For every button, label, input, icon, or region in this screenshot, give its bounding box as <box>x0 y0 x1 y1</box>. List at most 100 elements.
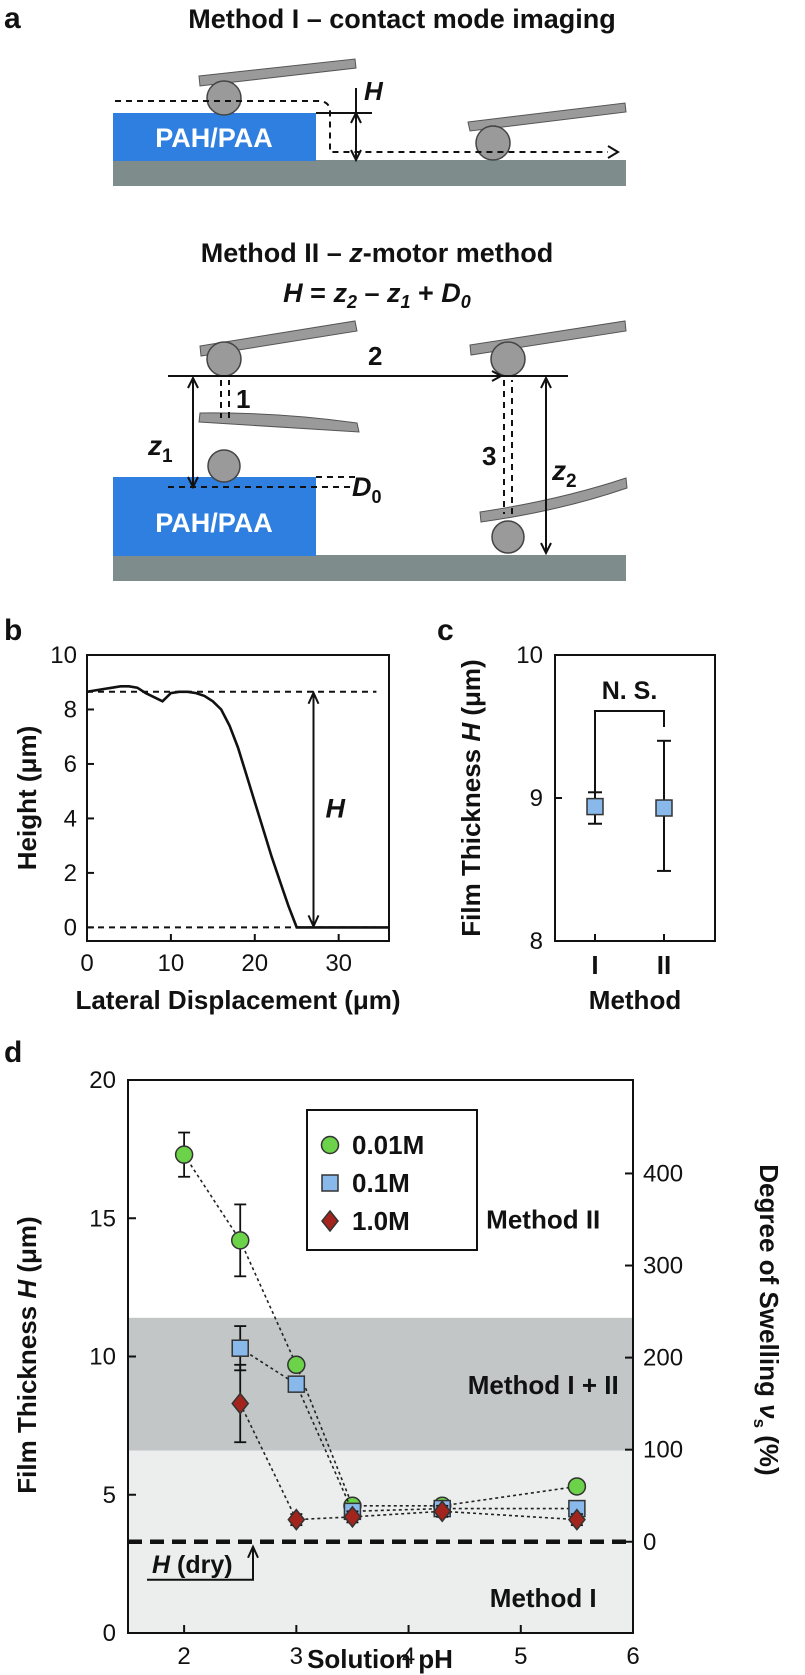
chart-c-category-label: I <box>591 950 598 980</box>
chart-b-plot-frame <box>86 654 390 942</box>
chart-d-xtick-label: 4 <box>402 1643 415 1670</box>
chart-d-dry-label-rest: (dry) <box>170 1551 233 1579</box>
cantilever-2 <box>467 102 627 132</box>
step-3-label: 3 <box>482 441 496 471</box>
chart-d-y2label: Degree of Swelling νs (%) <box>750 1164 784 1475</box>
chart-b-ytick-label: 8 <box>64 696 77 723</box>
panel-b-letter: b <box>4 614 22 647</box>
chart-c-category-label: II <box>657 950 671 980</box>
panel-a-letter: a <box>4 2 21 35</box>
tip-3 <box>206 341 242 377</box>
substrate-top <box>113 160 626 186</box>
chart-d-point <box>343 1505 362 1529</box>
chart-d-point <box>320 1135 340 1155</box>
step2-arrowhead <box>491 370 504 382</box>
d0-label: D0 <box>352 472 382 507</box>
chart-b-h-annotation: H <box>326 794 346 824</box>
chart-d-legend-label: 0.01M <box>352 1130 424 1160</box>
method2-title: Method II – z-motor method <box>201 238 553 268</box>
chart-d-xtick-label: 2 <box>177 1643 190 1670</box>
film-bottom <box>113 477 316 556</box>
chart-d-point <box>321 1209 339 1233</box>
tip-4 <box>207 449 241 483</box>
z1-label: z1 <box>147 430 173 467</box>
chart-d-y2tick-label: 200 <box>643 1345 683 1372</box>
method1-title: Method I – contact mode imaging <box>188 4 616 34</box>
chart-d-band-label: Method II <box>486 1204 600 1234</box>
chart-b-xtick-label: 30 <box>325 950 352 977</box>
chart-d-legend-label: 1.0M <box>352 1206 410 1236</box>
cantilever-4 <box>198 412 360 433</box>
chart-d-point <box>231 1339 249 1357</box>
scan-path <box>115 100 608 153</box>
chart-c-annotation: N. S. <box>602 677 658 705</box>
scan-arrowhead <box>607 145 620 159</box>
chart-d-xtick-label: 3 <box>290 1643 303 1670</box>
chart-c-ytick-label: 10 <box>516 642 543 669</box>
cantilever-1 <box>198 58 357 87</box>
chart-c-point <box>586 797 604 816</box>
chart-b-xtick-label: 0 <box>80 950 93 977</box>
h-arrowheads <box>350 110 362 163</box>
chart-b-ytick-label: 2 <box>64 860 77 887</box>
chart-d-xlabel: Solution pH <box>307 1644 453 1674</box>
chart-c-ytick-label: 8 <box>530 928 543 955</box>
tip-1 <box>206 80 242 116</box>
chart-d-point <box>287 1375 306 1393</box>
chart-c-ylabel: Film Thickness H (μm) <box>456 659 486 936</box>
chart-b-xtick-label: 10 <box>158 950 185 977</box>
chart-d-series-1.0M <box>231 1363 586 1531</box>
z2-label: z2 <box>551 455 577 492</box>
chart-d-point <box>174 1145 194 1164</box>
chart-d-point <box>321 1174 339 1192</box>
chart-d-ytick-label: 5 <box>103 1482 116 1509</box>
film-label-top: PAH/PAA <box>155 123 273 153</box>
chart-c-point <box>655 799 673 817</box>
cantilever-3 <box>199 320 358 357</box>
step-1-label: 1 <box>236 384 250 414</box>
chart-d-point <box>287 1508 306 1531</box>
chart-d-ytick-label: 20 <box>89 1067 116 1094</box>
cantilever-6 <box>479 477 628 523</box>
chart-d-y2tick-label: 0 <box>643 1529 656 1556</box>
chart-d-point <box>231 1392 250 1415</box>
panel-d-letter: d <box>4 1036 22 1069</box>
panel-a-schematic: a Method I – contact mode imaging PAH/PA… <box>4 2 628 581</box>
chart-b-ytick-label: 6 <box>64 751 77 778</box>
chart-d-point <box>433 1500 452 1523</box>
chart-c-ytick-label: 9 <box>530 785 543 812</box>
chart-d-plot-frame <box>127 1079 634 1634</box>
chart-b-ytick-label: 10 <box>50 642 77 669</box>
chart-d-dry-arrowhead <box>247 1544 259 1559</box>
substrate-bottom <box>113 555 626 581</box>
h-label-top: H <box>364 76 384 106</box>
chart-d-point <box>287 1355 306 1375</box>
chart-d-band <box>128 1317 633 1451</box>
tip-2 <box>475 125 511 161</box>
chart-d-point <box>567 1477 587 1496</box>
chart-d-point <box>230 1231 250 1250</box>
z2-arrowheads <box>540 375 552 556</box>
chart-d-ytick-label: 10 <box>89 1344 116 1371</box>
chart-d-band-label: Method I + II <box>468 1370 619 1400</box>
chart-c-bracket <box>594 710 665 793</box>
chart-d-ytick-label: 15 <box>89 1205 116 1232</box>
chart-b-profile-line <box>86 685 389 929</box>
chart-b-xlabel: Lateral Displacement (μm) <box>75 985 400 1015</box>
formula: H = z2 – z1 + D0 <box>283 278 471 312</box>
chart-d-dry-label-var: H <box>152 1551 171 1579</box>
chart-b-h-arrowheads <box>307 690 320 929</box>
chart-d-point <box>567 1508 586 1531</box>
chart-c-xlabel: Method <box>589 985 681 1015</box>
chart-d-ylabel: Film Thickness H (μm) <box>12 1216 42 1493</box>
chart-d-xtick-label: 6 <box>626 1643 639 1670</box>
chart-d-y2tick-label: 400 <box>643 1160 683 1187</box>
chart-d-series-line <box>239 1403 577 1521</box>
